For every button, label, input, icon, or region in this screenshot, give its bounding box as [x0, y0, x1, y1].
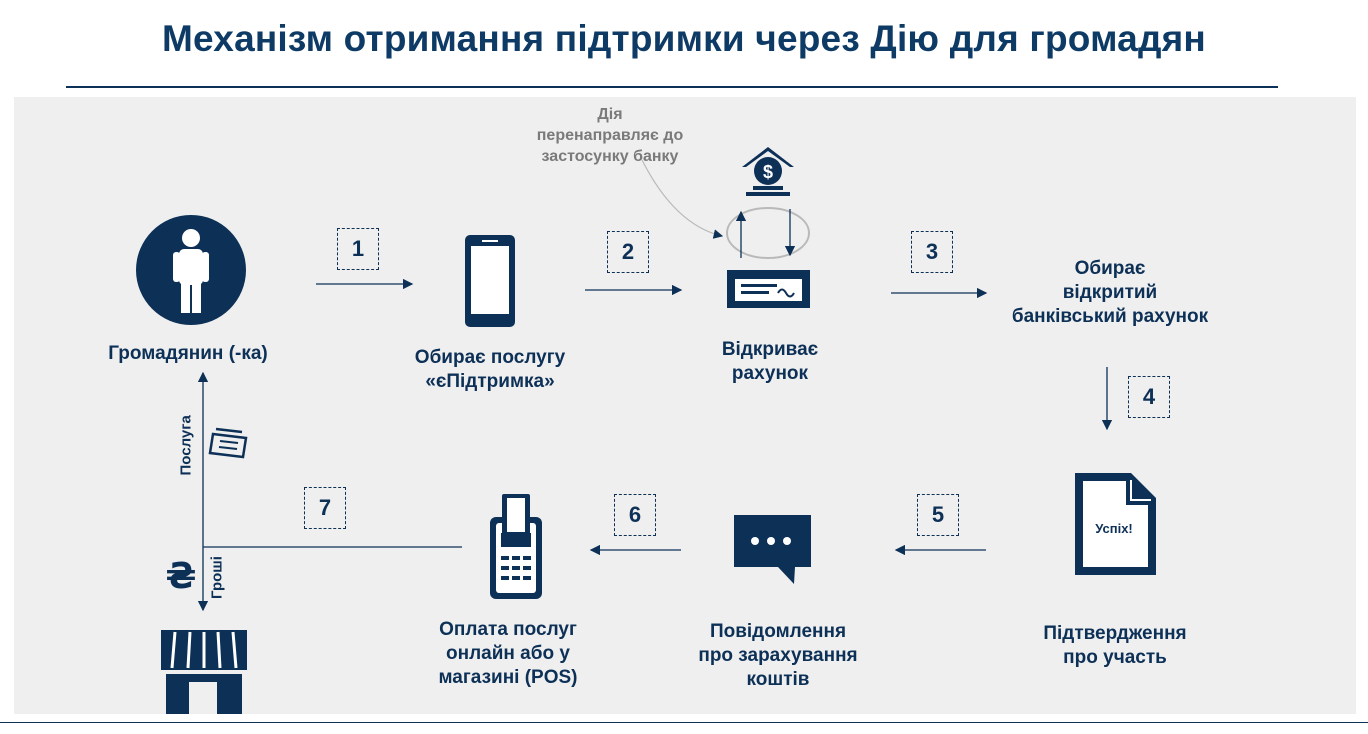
- page-title: Механізм отримання підтримки через Дію д…: [162, 18, 1206, 59]
- svg-text:$: $: [763, 162, 773, 182]
- title-divider: [66, 86, 1278, 88]
- hryvnia-icon: ₴: [166, 556, 197, 597]
- redirect-note: Дія перенаправляє до застосунку банку: [536, 106, 684, 165]
- service-label: Послуга: [177, 415, 195, 476]
- step-6: 6: [614, 494, 656, 536]
- cheque-icon: [727, 270, 810, 308]
- step-7: 7: [304, 487, 346, 529]
- bank-icon: $: [742, 147, 794, 196]
- citizen-label: Громадянин (-ка): [108, 343, 268, 364]
- ticket-icon: [208, 427, 248, 459]
- smartphone-icon: [465, 235, 515, 327]
- chat-icon: [734, 515, 811, 584]
- choose-service-label: Обирає послугу «єПідтримка»: [414, 347, 566, 392]
- step-3: 3: [911, 231, 953, 273]
- open-account-label: Відкриває рахунок: [721, 339, 819, 384]
- confirmation-label: Підтвердження про участь: [1043, 623, 1187, 668]
- step-1: 1: [337, 228, 379, 270]
- step-2: 2: [607, 231, 649, 273]
- document-icon: [1075, 473, 1156, 575]
- pos-terminal-icon: [490, 494, 542, 599]
- notification-label: Повідомлення про зарахування коштів: [698, 621, 858, 690]
- payment-label: Оплата послуг онлайн або у магазині (POS…: [438, 619, 578, 688]
- money-label: Гроші: [208, 556, 226, 599]
- step-4: 4: [1128, 376, 1170, 418]
- diagram-panel: [14, 97, 1356, 714]
- document-text: Успіх!: [1095, 521, 1133, 536]
- step-5: 5: [917, 494, 959, 536]
- person-icon: [136, 215, 246, 325]
- store-icon: [161, 630, 247, 714]
- bottom-divider: [0, 722, 1368, 723]
- choose-account-label: Обирає відкритий банківський рахунок: [1011, 258, 1209, 327]
